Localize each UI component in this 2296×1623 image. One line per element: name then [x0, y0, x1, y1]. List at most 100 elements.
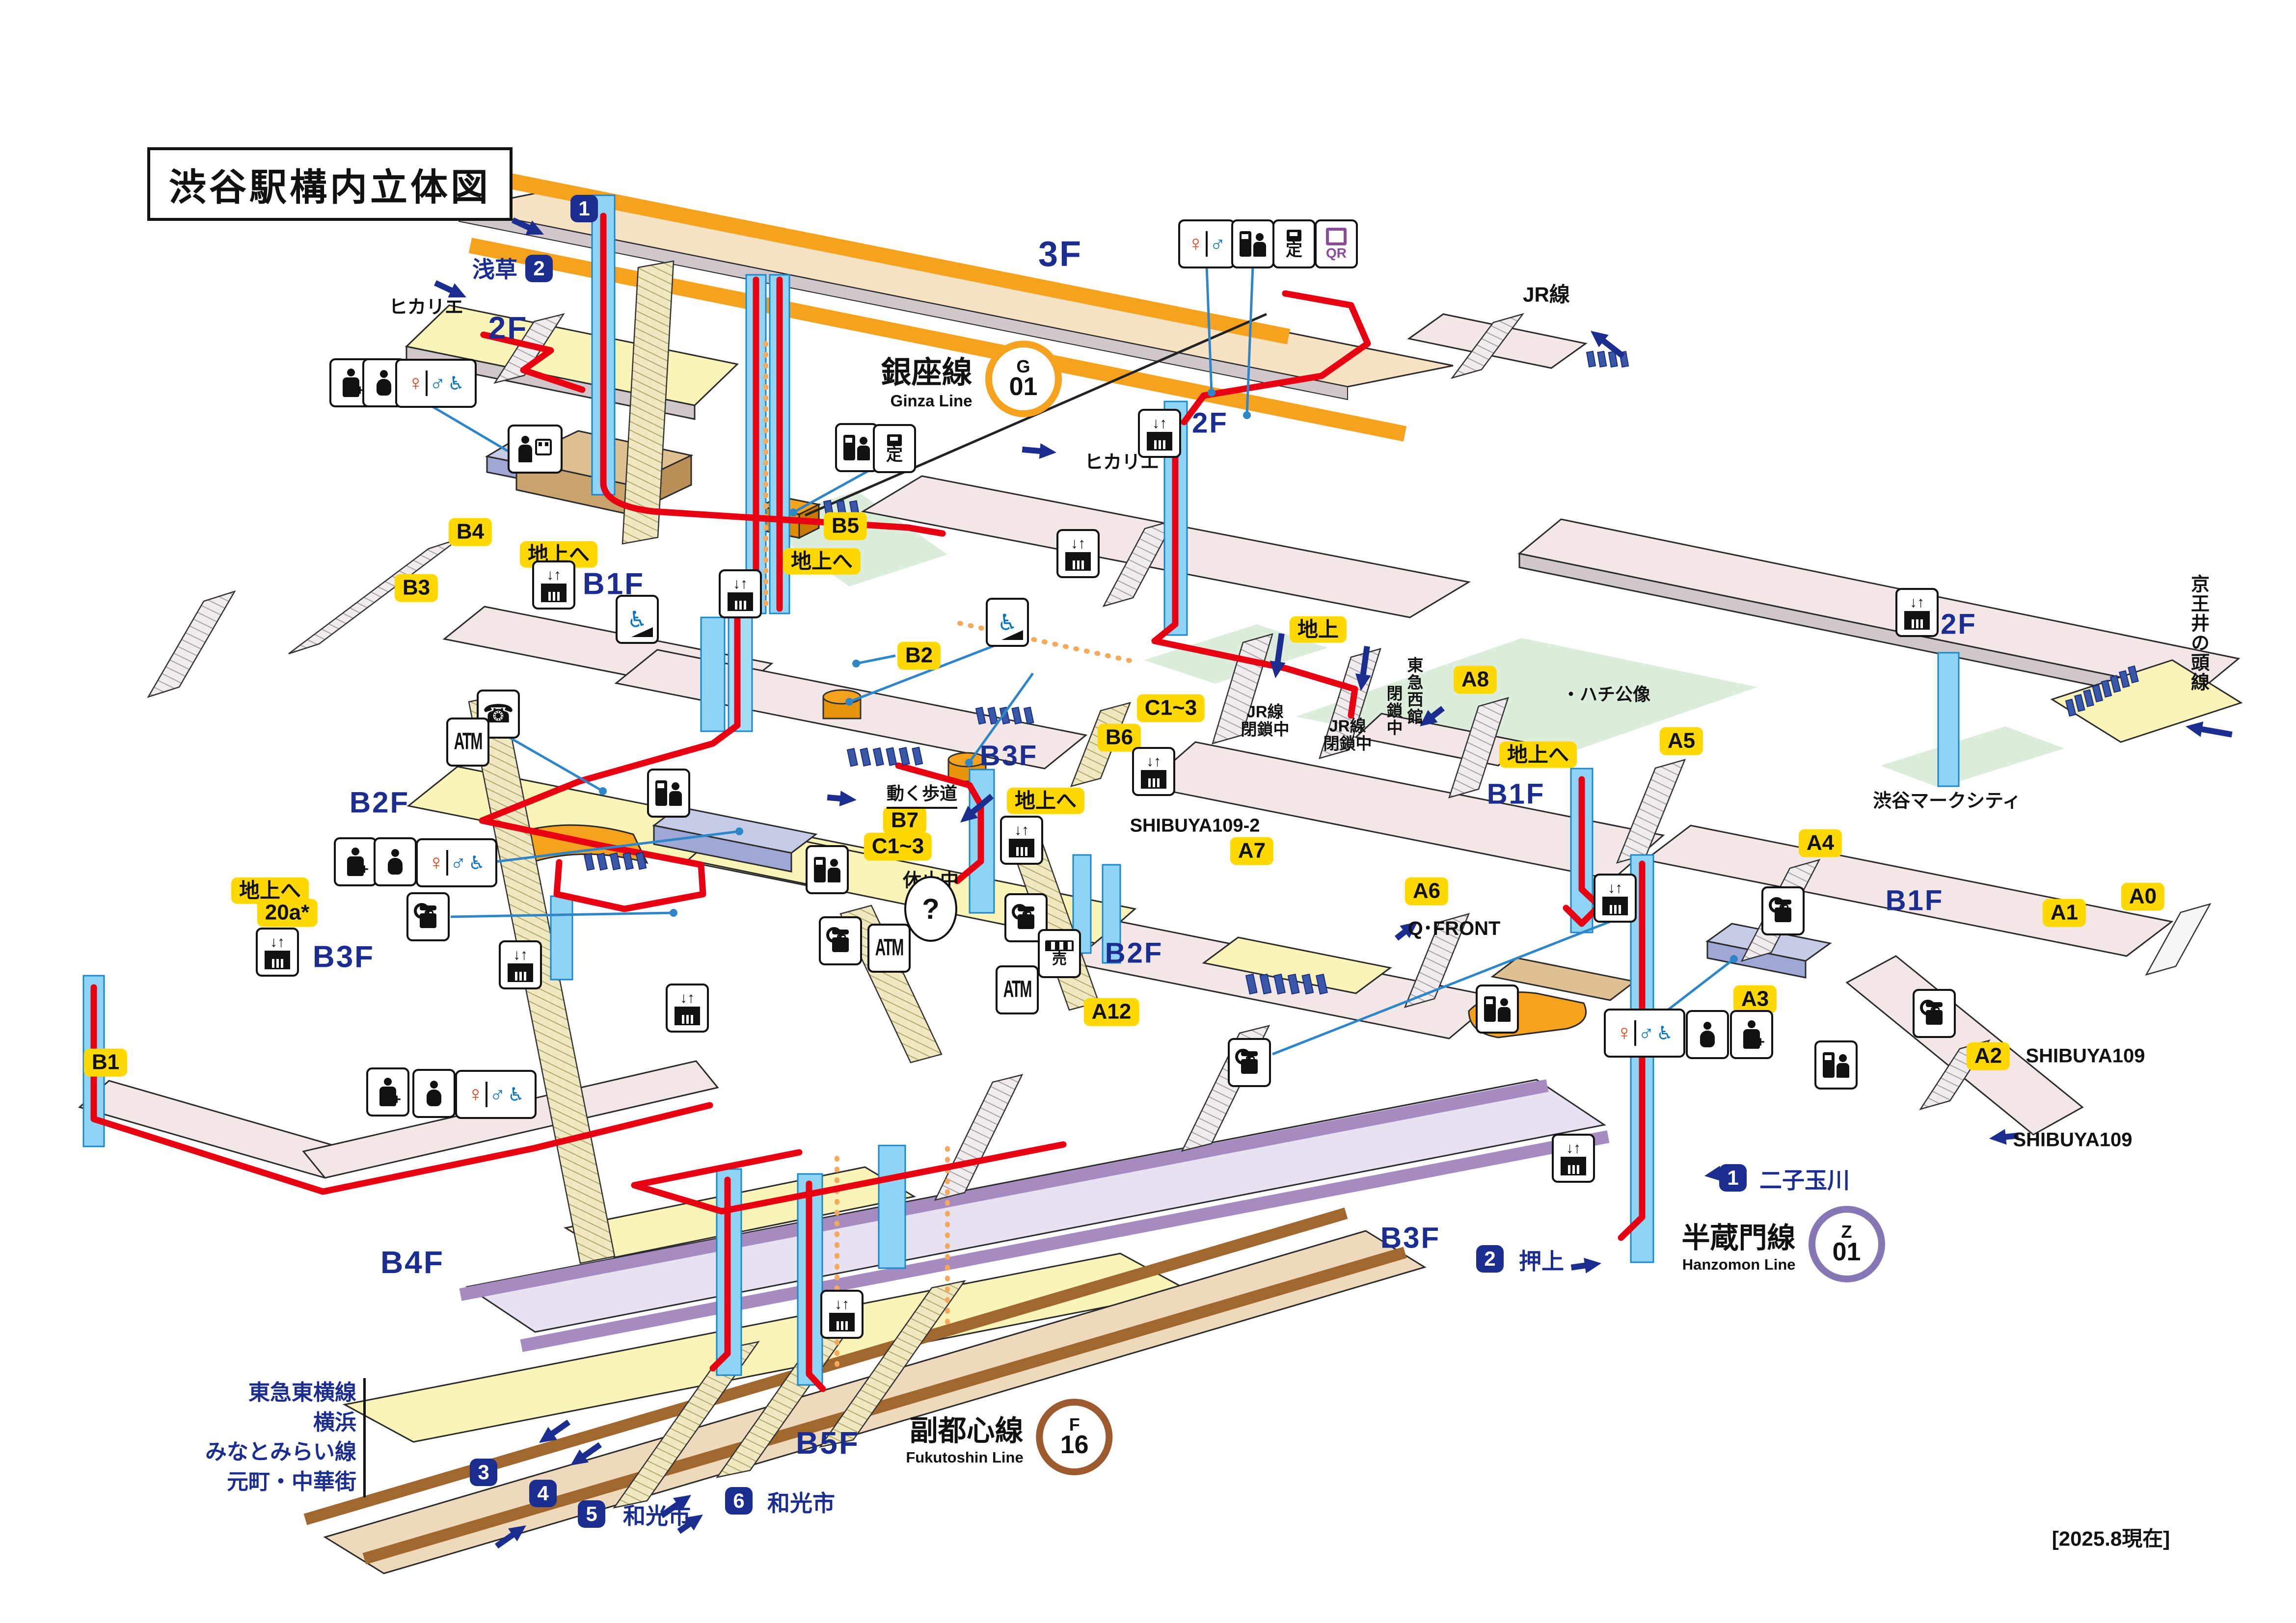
elevator-icon: ↓↑: [1056, 529, 1100, 578]
floor-label-b3f: B3F: [312, 940, 375, 974]
line-name: 半蔵門線: [1681, 1222, 1796, 1254]
transfer-number-badge-4: 4: [529, 1480, 557, 1507]
place-label-vertical: 東急西館: [1405, 657, 1423, 725]
leader-line: [856, 654, 896, 665]
floor-label-b3f: B3F: [979, 740, 1038, 772]
floor-label-b2f: B2F: [1105, 937, 1163, 969]
leader-line: [1245, 266, 1254, 416]
teiki-icon: 定: [1272, 219, 1316, 268]
wheelchair-ramp-icon: ♿: [616, 595, 659, 644]
floor-label-b5f: B5F: [796, 1425, 860, 1461]
transfer-number-badge-6: 6: [725, 1487, 753, 1515]
exit-badge-B7: B7: [883, 806, 927, 835]
direction-arrow: [1420, 706, 1445, 726]
direction-arrow: [827, 791, 857, 806]
locker-icon: [1761, 886, 1805, 935]
locker-icon: [1913, 989, 1956, 1038]
place-label: JR線 閉鎖中: [1323, 717, 1372, 752]
floor-label-2f: 2F: [1192, 407, 1228, 439]
direction-arrow: [512, 217, 544, 235]
exit-badge-A1: A1: [2042, 899, 2086, 927]
red-routes: [90, 213, 1646, 1392]
leader-dot: [670, 909, 677, 917]
exit-badge-C13: C1~3: [864, 832, 932, 861]
direction-arrow: [2186, 721, 2233, 738]
direction-arrow: [960, 794, 994, 823]
elevator-icon: ↓↑: [499, 940, 542, 989]
info-q-icon: ?: [904, 876, 957, 942]
floor-label-b3f: B3F: [1380, 1221, 1441, 1254]
locker-icon: [1228, 1038, 1271, 1087]
exit-badge-B1: B1: [83, 1048, 128, 1077]
exit-badge-C13: C1~3: [1136, 694, 1205, 722]
destination-label: 押上: [1519, 1249, 1564, 1274]
leader-line: [792, 465, 878, 514]
leader-line: [849, 641, 1002, 703]
elevator-icon: ↓↑: [1895, 588, 1939, 637]
direction-arrow: [434, 280, 466, 298]
transfer-number-badge-1: 1: [1719, 1164, 1747, 1192]
leader-dot: [845, 698, 853, 706]
tokyu-destinations: 東急東横線横浜みなとみらい線元町・中華街: [205, 1378, 366, 1497]
ticket-machine-icon: [806, 845, 849, 894]
leader-dot: [1243, 411, 1251, 419]
leader-dot: [599, 787, 607, 795]
tokyu-line-label: みなとみらい線: [205, 1440, 356, 1464]
elevator-icon: ↓↑: [820, 1290, 864, 1339]
exit-badge-A4: A4: [1798, 829, 1842, 857]
direction-arrow: [1022, 443, 1056, 459]
leader-line: [450, 911, 674, 918]
toilets-wc-icon: ♀♂♿: [455, 1070, 537, 1119]
surface-badge: 地上へ: [783, 548, 861, 575]
first-aid-icon: +: [366, 1067, 409, 1117]
gate-staff-icon: [508, 425, 563, 474]
direction-arrow: [677, 1515, 703, 1534]
direction-arrow: [1591, 331, 1625, 359]
direction-arrow: [1570, 1257, 1601, 1274]
toilets-icon: ♀♂: [1178, 219, 1235, 268]
floor-label-3f: 3F: [1038, 235, 1083, 274]
place-label: SHIBUYA109: [2013, 1129, 2133, 1151]
wheelchair-ramp-icon: ♿: [986, 598, 1029, 647]
kiosk-icon: 売: [1038, 929, 1081, 978]
ticket-machine-icon: [647, 769, 690, 818]
ticket-gates: [583, 350, 2139, 995]
toilets-wc-icon: ♀♂♿: [1604, 1009, 1685, 1058]
leader-line: [1272, 912, 1630, 1056]
direction-arrow: [1270, 633, 1286, 678]
place-label: JR線: [1523, 283, 1570, 306]
hanzomon-platform: [459, 1079, 1610, 1352]
leader-line: [1664, 958, 1735, 1013]
line-name: 副都心線: [909, 1415, 1024, 1447]
toilets-wc-icon: ♀♂♿: [416, 838, 497, 887]
leader-dot: [789, 508, 797, 516]
place-label-vertical: 京王井の頭線: [2188, 574, 2209, 692]
exit-badge-A6: A6: [1405, 877, 1449, 905]
destination-label: 二子玉川: [1759, 1168, 1850, 1193]
direction-arrow: [1355, 646, 1371, 691]
place-label: SHIBUYA109-2: [1130, 815, 1260, 836]
direction-arrow: [494, 1525, 526, 1549]
exit-badge-A2: A2: [1966, 1042, 2010, 1070]
place-label: 動く歩道: [886, 779, 958, 809]
surface-badge: 地上へ: [1006, 787, 1085, 815]
elevator-icon: ↓↑: [532, 560, 575, 610]
transfer-number-badge-3: 3: [470, 1459, 497, 1486]
destination-label: 和光市: [623, 1503, 691, 1529]
leader-line: [479, 830, 740, 865]
ticket-machine-icon: [1231, 219, 1274, 268]
exit-badge-B6: B6: [1097, 723, 1141, 752]
floor-label-b2f: B2F: [349, 786, 410, 819]
line-name-en: Fukutoshin Line: [906, 1449, 1024, 1466]
baby-icon: [374, 837, 417, 886]
elevator-icon: ↓↑: [1132, 747, 1175, 796]
surface-badge: 地上: [1289, 616, 1347, 643]
ticket-machine-icon: [1814, 1040, 1858, 1090]
leader-dot: [965, 759, 973, 767]
transfer-number-badge-2: 2: [1476, 1245, 1504, 1273]
direction-arrow: [539, 1419, 571, 1443]
exit-badge-A3: A3: [1733, 985, 1777, 1013]
